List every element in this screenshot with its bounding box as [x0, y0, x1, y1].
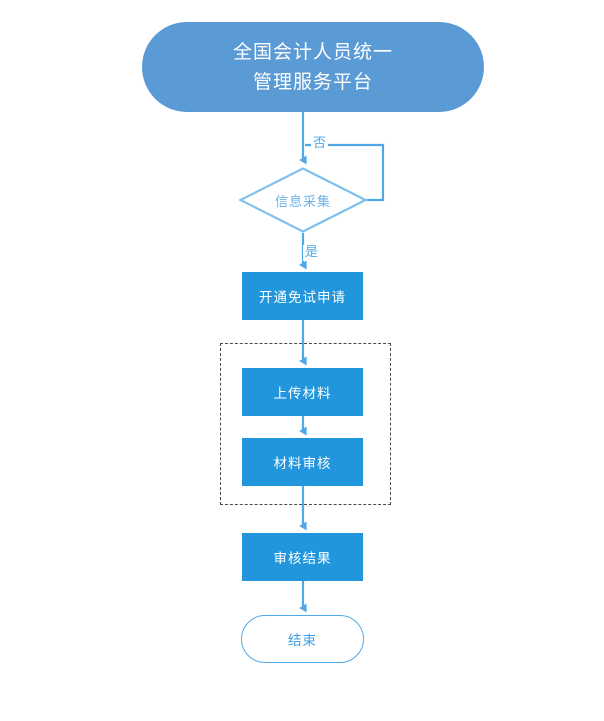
decision-label: 信息采集	[274, 194, 331, 210]
step-material-review[interactable]: 材料审核	[242, 438, 363, 486]
step-label: 上传材料	[273, 386, 332, 402]
end-node[interactable]: 结束	[241, 615, 364, 663]
start-node-title-line-1: 全国会计人员统一	[232, 41, 393, 63]
step-upload-materials[interactable]: 上传材料	[242, 368, 363, 416]
start-node-text: 全国会计人员统一 管理服务平台	[233, 37, 393, 97]
connector-decision-no-loop	[305, 143, 385, 202]
step-label: 审核结果	[273, 551, 332, 567]
step-label: 开通免试申请	[259, 290, 346, 306]
step-review-result[interactable]: 审核结果	[242, 533, 363, 581]
start-node-title-line-2: 管理服务平台	[252, 71, 373, 93]
end-node-label: 结束	[288, 633, 317, 649]
step-label: 材料审核	[273, 456, 332, 472]
step-open-exemption-application[interactable]: 开通免试申请	[242, 272, 363, 320]
edge-label-no: 否	[311, 136, 329, 152]
start-node[interactable]: 全国会计人员统一 管理服务平台	[142, 22, 484, 112]
edge-label-yes: 是	[303, 245, 321, 261]
decision-information-collection[interactable]: 信息采集	[239, 167, 367, 233]
dashed-group-frame	[220, 343, 391, 505]
diamond-shape-icon	[239, 167, 367, 233]
